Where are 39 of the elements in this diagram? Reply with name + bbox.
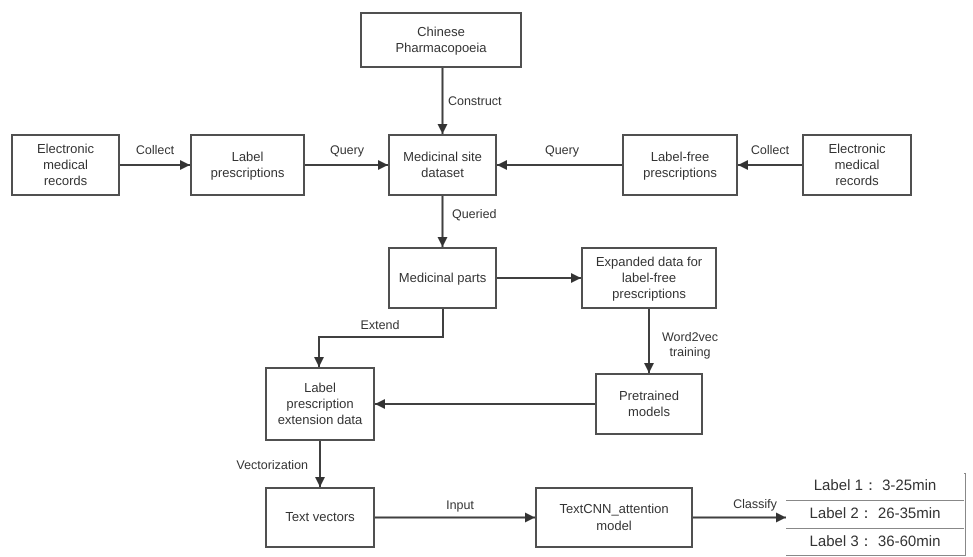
arrow — [497, 273, 581, 283]
process-box: Label prescription extension data — [265, 367, 375, 441]
edge-label: Vectorization — [236, 458, 308, 473]
edge-label: Query — [544, 143, 580, 158]
arrow — [314, 309, 444, 367]
edge-label: Word2vec training — [660, 330, 720, 360]
arrow — [375, 512, 535, 522]
edge-label: Queried — [452, 207, 496, 222]
process-box: Text vectors — [265, 487, 375, 548]
process-box: Medicinal parts — [388, 247, 497, 309]
arrow — [693, 512, 786, 522]
process-box: Label prescriptions — [190, 134, 305, 196]
edge-label: Construct — [448, 94, 502, 109]
arrow — [438, 68, 448, 134]
arrow — [644, 309, 654, 373]
arrow — [375, 399, 595, 409]
arrow — [315, 441, 325, 487]
process-box: Electronic medical records — [802, 134, 912, 196]
label-list-box — [786, 473, 966, 556]
process-box: Chinese Pharmacopoeia — [360, 12, 522, 68]
edge-label: Collect — [750, 143, 790, 158]
process-box: Pretrained models — [595, 373, 703, 435]
process-box: TextCNN_attention model — [535, 487, 693, 548]
process-box: Medicinal site dataset — [388, 134, 497, 196]
edge-label: Input — [446, 498, 474, 513]
edge-label: Classify — [733, 497, 777, 512]
process-box: Expanded data for label-free prescriptions — [581, 247, 717, 309]
process-box: Electronic medical records — [11, 134, 120, 196]
arrow — [438, 196, 448, 247]
process-box: Label-free prescriptions — [622, 134, 738, 196]
arrow — [305, 160, 388, 170]
edge-label: Collect — [136, 143, 174, 158]
label-row: Label 1： 3-25min — [786, 473, 964, 501]
edge-label: Query — [330, 143, 364, 158]
edge-label: Extend — [360, 318, 400, 333]
label-row: Label 2： 26-35min — [786, 501, 964, 529]
arrow — [738, 160, 802, 170]
arrow — [120, 160, 190, 170]
arrow — [497, 160, 622, 170]
